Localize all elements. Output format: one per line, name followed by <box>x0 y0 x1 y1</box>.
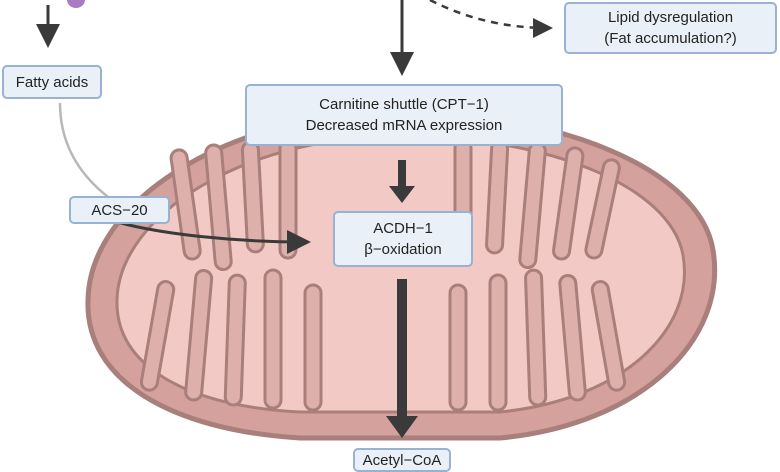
acdh1-line2: β−oxidation <box>364 241 442 258</box>
fatty-acids-text: Fatty acids <box>15 73 89 91</box>
carnitine-shuttle-line2: Decreased mRNA expression <box>305 117 503 134</box>
fatty-acids-label: Fatty acids <box>2 65 102 99</box>
lipid-dysregulation-label: Lipid dysregulation (Fat accumulation?) <box>564 2 777 54</box>
carnitine-shuttle-label: Carnitine shuttle (CPT−1) Decreased mRNA… <box>245 84 563 146</box>
fatty-acids-connector <box>58 102 113 202</box>
carnitine-shuttle-line1: Carnitine shuttle (CPT−1) <box>319 96 489 113</box>
arrowhead-acdh1-to-acetyl-coa <box>386 416 418 438</box>
acetyl-coa-label: Acetyl−CoA <box>353 448 451 472</box>
arrowhead-carnitine-to-acdh1 <box>389 186 415 203</box>
lipid-dysregulation-line2: (Fat accumulation?) <box>604 30 737 47</box>
acs20-text: ACS−20 <box>91 201 148 219</box>
acdh1-line1: ACDH−1 <box>373 220 433 237</box>
arrow-acs20-to-acdh1 <box>109 218 311 254</box>
molecule-icon <box>67 0 85 8</box>
lipid-dysregulation-line1: Lipid dysregulation <box>607 9 734 26</box>
dashed-arrow-to-lipid <box>429 0 553 38</box>
acdh1-label: ACDH−1 β−oxidation <box>333 211 473 267</box>
acs20-label: ACS−20 <box>69 196 170 224</box>
acetyl-coa-text: Acetyl−CoA <box>362 451 442 469</box>
